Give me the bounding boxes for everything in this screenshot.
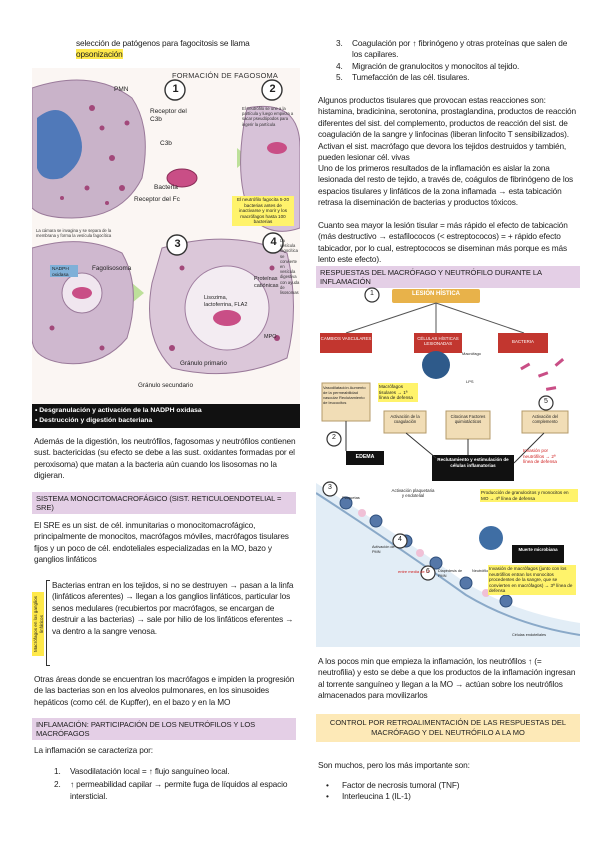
sre-paragraph: El SRE es un sist. de cél. inmunitarias … <box>34 520 289 565</box>
label-nadph: NADPH oxidasa <box>52 267 69 278</box>
label-celulas-endoteliales: Células endoteliales <box>512 633 546 637</box>
figure2-step-4: 4 <box>398 536 402 543</box>
label-granulo-primario: Gránulo primario <box>180 360 227 367</box>
list-item: Interleucina 1 (IL-1) <box>320 791 570 803</box>
label-c3b: C3b <box>160 140 172 147</box>
figure2-step-1: 1 <box>370 290 374 297</box>
label-pmn: PMN <box>114 86 129 93</box>
label-fagolisosoma: Fagolisosoma <box>92 265 132 272</box>
lymph-node-block: Macrófagos en los ganglios linfáticos Ba… <box>32 580 296 668</box>
label-diapedesis: Diapédesis de PMN <box>438 569 463 578</box>
inflammation-list-a: 1.Vasodilatación local = ↑ flujo sanguín… <box>54 766 294 802</box>
tissue-products-paragraph: Algunos productos tisulares que provocan… <box>318 95 576 163</box>
caption-line-1: • Desgranulación y activación de la NADP… <box>35 407 202 414</box>
note-third-line: Invasión de macrófagos (junto con los ne… <box>488 565 576 595</box>
note-step3: La cámara se invagina y se separa de la … <box>36 228 112 239</box>
note-fourth-line: Producción de granulocitos y monocitos e… <box>480 489 578 503</box>
digestion-paragraph: Además de la digestión, los neutrófilos,… <box>34 436 296 481</box>
label-macrofago: Macrófago <box>462 351 481 356</box>
label-receptor-fc: Receptor del Fc <box>134 196 180 203</box>
list-item: 1.Vasodilatación local = ↑ flujo sanguín… <box>54 766 230 776</box>
response-heading-band: RESPUESTAS DEL MACRÓFAGO Y NEUTRÓFILO DU… <box>316 266 580 288</box>
lymph-bracket-text: Bacterias entran en los tejidos, si no s… <box>52 580 294 636</box>
label-mpo: MPO <box>264 334 277 340</box>
label-lisozima: Lisozima, lactoferrina, FLA2 <box>204 295 248 308</box>
inflammation-heading-band: INFLAMACIÓN: PARTICIPACIÓN DE LOS NEUTRÓ… <box>32 718 296 740</box>
label-bacteria: Bacteria <box>154 184 178 191</box>
intro-highlight: opsonización <box>76 49 123 60</box>
list-item: 5.Tumefacción de las cél. tisulares. <box>336 72 470 83</box>
list-item: 2.↑ permeabilidad capilar → permite fuga… <box>54 779 288 801</box>
figure1-title: FORMACIÓN DE FAGOSOMA <box>172 71 279 80</box>
note-yellow: El neutrófilo fagocita 5-20 bacterias an… <box>232 196 294 226</box>
label-lps: LPS <box>466 379 474 384</box>
box-edema: EDEMA <box>355 454 375 460</box>
figure2-step-6: 6 <box>426 568 430 575</box>
figure1-step-1: 1 <box>172 83 179 95</box>
note-first-line: Macrófagos tisulares → 1ª línea de defen… <box>378 383 418 402</box>
note-red: entre media de 1ª <box>398 569 430 574</box>
box-muerte: Muerte microbiana <box>518 547 558 552</box>
label-activacion-pmn: Activación de PMN <box>372 545 395 554</box>
inflammation-figure: LESIÓN HÍSTICA 1 2 3 4 5 6 CAMBIOS VASCU… <box>316 283 580 647</box>
box-reclutamiento: Reclutamiento y estimulación de células … <box>437 457 509 468</box>
neutrophilia-paragraph: A los pocos min que empieza la inflamaci… <box>318 656 576 701</box>
box-citocinas: Citocinas Factores quimiotácticos <box>450 414 486 425</box>
figure1-step-3: 3 <box>174 238 181 250</box>
figure1-step-4: 4 <box>270 236 277 248</box>
figure2-step-2: 2 <box>332 434 336 441</box>
figure2-step-3: 3 <box>328 484 332 491</box>
intro-text: selección de patógenos para fagocitosis … <box>76 38 296 61</box>
feedback-control-box: CONTROL POR RETROALIMENTACIÓN DE LAS RES… <box>316 714 580 742</box>
lymph-side-label: Macrófagos en los ganglios linfáticos <box>32 592 44 656</box>
feedback-intro: Son muchos, pero los más importante son: <box>318 760 470 770</box>
figure2-title: LESIÓN HÍSTICA <box>411 291 460 297</box>
box-celulas: CÉLULAS HÍSTICAS LESIONADAS <box>417 336 459 347</box>
label-plaquetas: Plaquetas <box>342 495 360 500</box>
list-item: 3.Coagulación por ↑ fibrinógeno y otras … <box>336 38 568 60</box>
feedback-list: Factor de necrosis tumoral (TNF) Interle… <box>320 780 570 803</box>
inflammation-illustration <box>316 287 580 647</box>
box-complemento: Activación del complemento <box>532 414 558 425</box>
figure1-step-2: 2 <box>269 83 276 95</box>
injury-paragraph: Cuanto sea mayor la lesión tisular = más… <box>318 220 568 265</box>
figure2-step-5: 5 <box>544 398 548 405</box>
figure1-caption: • Desgranulación y activación de la NADP… <box>35 406 202 425</box>
box-cambios: CAMBIOS VASCULARES <box>320 336 372 341</box>
note-second-line: Invasión por neutrófilos → 2ª línea de d… <box>523 448 557 465</box>
intro-line: selección de patógenos para fagocitosis … <box>76 38 250 48</box>
sre-heading-band: SISTEMA MONOCITOMACROFÁGICO (SIST. RETIC… <box>32 492 296 514</box>
inflammation-intro: La inflamación se caracteriza por: <box>34 745 153 755</box>
box-vasodilatacion: Vasodilatación Aumento de la permeabilid… <box>323 385 366 405</box>
label-activacion-plaquetaria: Activación plaquetaria y endotelial <box>391 488 435 499</box>
bracket <box>46 580 50 666</box>
label-proteinas: Proteínas catiónicas <box>254 276 279 289</box>
other-areas-paragraph: Otras áreas donde se encuentran los macr… <box>34 674 295 707</box>
phagosome-figure: FORMACIÓN DE FAGOSOMA 1 2 3 4 PMN Recept… <box>32 68 300 428</box>
note-step4: La vesícula fagocítica se convierte en v… <box>280 238 300 296</box>
list-item: 4.Migración de granulocitos y monocitos … <box>336 60 520 71</box>
inflammation-list-b: 3.Coagulación por ↑ fibrinógeno y otras … <box>336 38 576 84</box>
box-coagulacion: Activación de la coagulación <box>390 414 420 425</box>
box-bacteria: BACTERIA <box>512 339 534 344</box>
caption-line-2: • Destrucción y digestión bacteriana <box>35 416 153 424</box>
label-receptor-c3b: Receptor del C3b <box>150 108 187 123</box>
label-granulo-secundario: Gránulo secundario <box>138 382 193 389</box>
label-neutrofilos: Neutrófilos <box>472 569 491 573</box>
walling-off-paragraph: Uno de los primeros resultados de la inf… <box>318 163 574 208</box>
list-item: Factor de necrosis tumoral (TNF) <box>320 780 570 792</box>
note-step2: El neutrófilo se une a la partícula y lu… <box>242 106 294 127</box>
